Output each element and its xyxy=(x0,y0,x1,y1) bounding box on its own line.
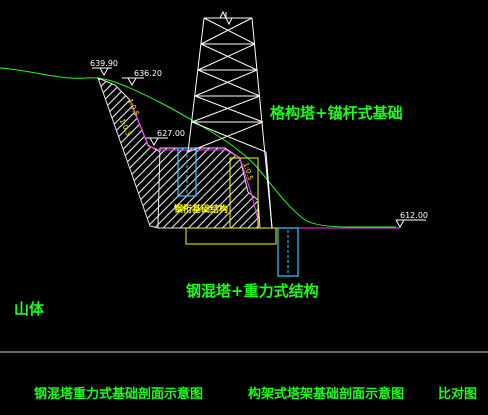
elevation-markers xyxy=(92,67,426,229)
caption-middle: 构架式塔架基础剖面示意图 xyxy=(248,387,405,402)
elevation-label-mid: 627.00 xyxy=(157,129,185,138)
ground-profile-line xyxy=(0,67,396,228)
excavation-line xyxy=(129,99,400,229)
elevation-label-top-left: 639.90 xyxy=(90,59,118,68)
elevation-label-top-right: 636.20 xyxy=(134,69,162,78)
mountain-label: 山体 xyxy=(14,300,45,318)
concrete-foundation-body xyxy=(157,147,261,229)
gravity-base-slab xyxy=(185,227,277,245)
gravity-pier xyxy=(229,157,259,229)
lattice-tower-label: 格构塔+锚杆式基础 xyxy=(270,104,403,122)
lattice-tower xyxy=(187,10,273,229)
foundation-inner-label: 钢桁基础结构 xyxy=(174,205,229,215)
elevation-label-right: 612.00 xyxy=(400,211,428,220)
caption-left: 钢混塔重力式基础剖面示意图 xyxy=(34,387,204,402)
concrete-tower-label: 钢混塔+重力式结构 xyxy=(186,282,319,300)
caption-right: 比对图 xyxy=(438,387,478,402)
